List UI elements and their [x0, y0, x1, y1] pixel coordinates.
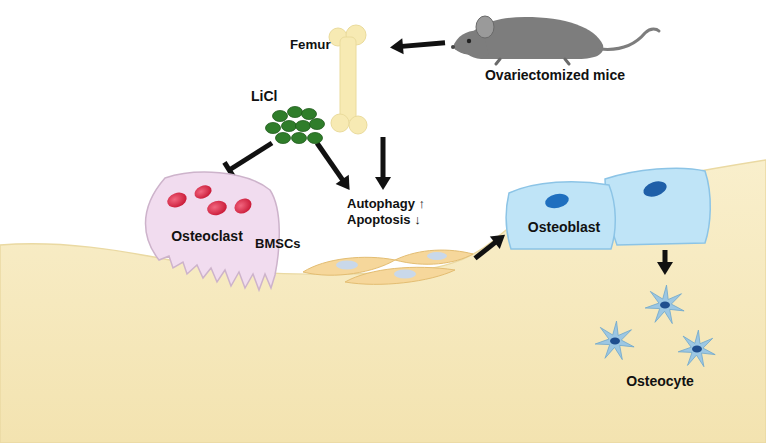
osteoclast-cell: Osteoclast	[135, 170, 280, 290]
arrow-head	[490, 235, 505, 249]
osteocyte-cells: Osteocyte	[585, 275, 735, 393]
cell-label: Osteocyte	[605, 373, 715, 391]
arrow-connector	[317, 143, 350, 190]
bone-label: Femur	[290, 37, 330, 54]
connector-line	[475, 242, 496, 258]
arrow-head	[657, 262, 673, 275]
arrow-connector	[475, 235, 505, 259]
osteoblast-cells-art	[505, 165, 715, 250]
arrow-head	[375, 177, 391, 190]
connector-line	[229, 143, 272, 170]
connector-line	[381, 137, 386, 178]
arrow-connector	[390, 38, 445, 54]
arrow-head	[336, 175, 350, 190]
bmsc-cells: Autophagy ↑ Apoptosis ↓ BMSCs	[255, 190, 475, 285]
connector-line	[317, 143, 343, 180]
osteoblast-cells: Osteoblast	[505, 165, 715, 250]
effect-label: Autophagy ↑ Apoptosis ↓	[347, 196, 447, 229]
cell-label: BMSCs	[255, 236, 305, 252]
licl-particles: LiCl	[245, 88, 335, 143]
animal-label: Ovariectomized mice	[455, 67, 655, 85]
mouse-illustration: Ovariectomized mice	[445, 5, 660, 87]
connector-line	[402, 43, 445, 47]
cell-label: Osteoblast	[519, 219, 609, 237]
arrow-connector	[657, 250, 673, 275]
drug-label: LiCl	[251, 88, 291, 106]
femur-illustration: Femur	[290, 25, 390, 137]
arrow-connector	[375, 137, 391, 190]
bone-surface	[0, 160, 766, 443]
connector-line	[662, 250, 667, 263]
inhibition-connector	[224, 143, 272, 178]
arrow-head	[390, 38, 404, 54]
cell-label: Osteoclast	[157, 228, 257, 246]
